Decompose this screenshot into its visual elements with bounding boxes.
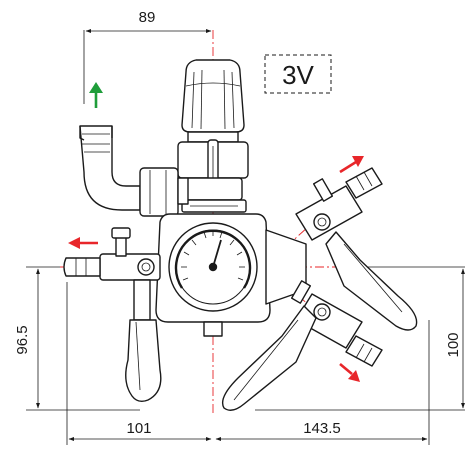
dim-bottom-right-width: 143.5 [303, 420, 341, 437]
return-hose-barb [79, 125, 189, 217]
regulator-valve [63, 59, 418, 411]
left-section-valve [63, 227, 162, 403]
top-adjusting-knob [181, 59, 245, 143]
dim-bottom-left-width: 101 [126, 420, 151, 437]
dim-top-width: 89 [139, 9, 156, 26]
dim-right-height: 100 [445, 332, 462, 357]
flow-left-arrow-icon [68, 237, 98, 249]
lower-section-valve [221, 280, 383, 411]
dim-left-height: 96.5 [14, 325, 31, 354]
pressure-gauge [168, 222, 258, 312]
voltage-label-box: 3V [264, 54, 332, 94]
flow-lower-right-arrow-icon [339, 363, 360, 382]
right-manifold [221, 167, 418, 411]
valve-bonnet [177, 139, 249, 213]
voltage-label: 3V [282, 60, 314, 90]
upper-section-valve [295, 167, 418, 331]
flow-upper-right-arrow-icon [339, 156, 364, 174]
flow-up-arrow-icon [89, 82, 103, 108]
